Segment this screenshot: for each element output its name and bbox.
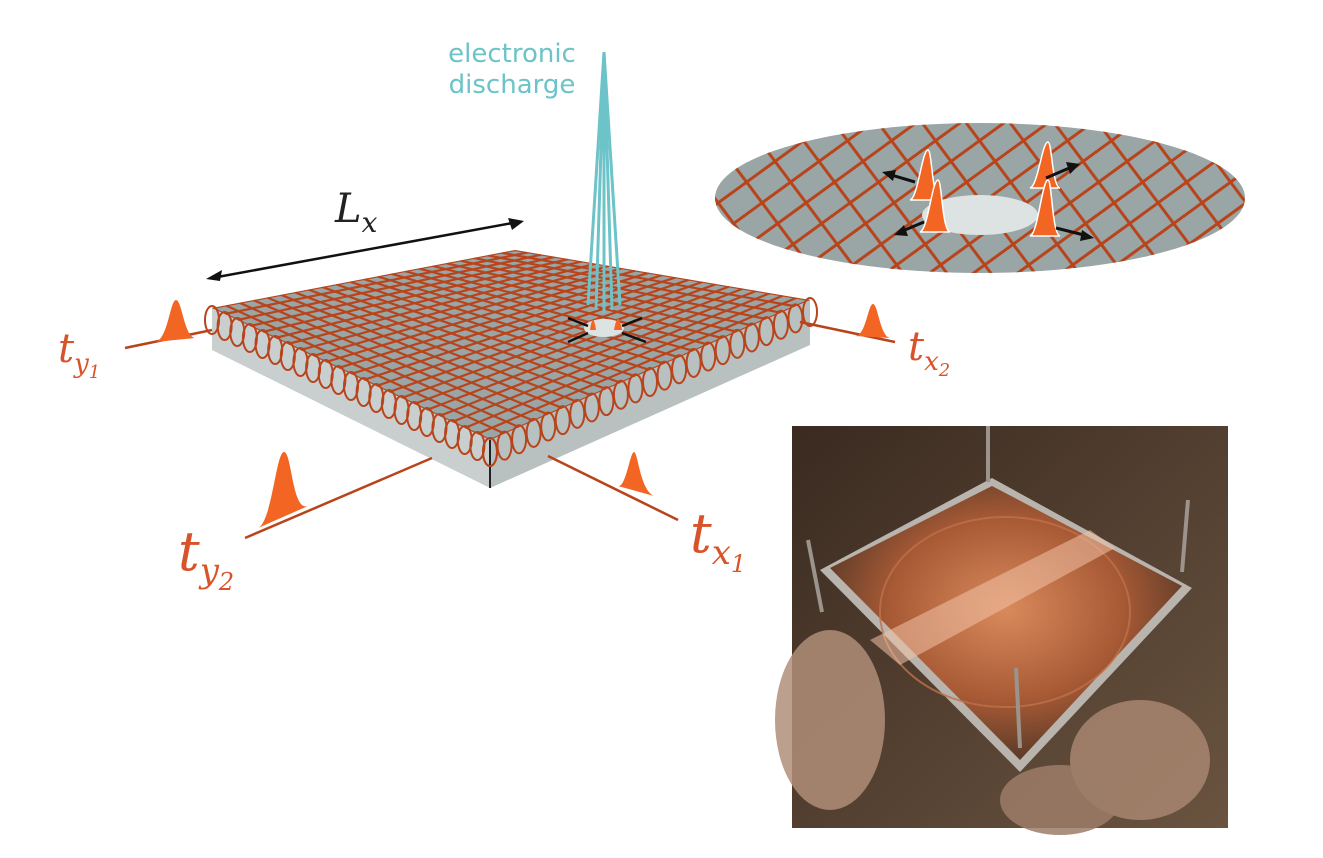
inset-wire [963, 123, 1185, 273]
grid-wire [418, 267, 709, 346]
label-ty2: ty2 [178, 520, 234, 596]
inset-wire [715, 123, 734, 273]
coil-loop [612, 379, 629, 410]
coil-loop [802, 297, 818, 327]
inset-wire [787, 123, 1009, 273]
arrow-icon [621, 331, 647, 344]
label-tx2: tx2 [908, 324, 950, 381]
wire-coils [204, 297, 818, 467]
coil-loop [671, 354, 688, 385]
grid-wire [501, 251, 796, 308]
inset-wire [1050, 123, 1174, 273]
coil-loop [714, 335, 731, 366]
discharge-label-line2: discharge [449, 70, 576, 100]
detector-plate [204, 250, 818, 488]
detector-photo [775, 426, 1228, 835]
grid-wire [388, 280, 704, 394]
grid-wire [363, 276, 677, 382]
discharge-label-line1: electronic [448, 39, 576, 69]
coil-loop [554, 405, 571, 436]
coil-loop [700, 341, 717, 372]
impact-spot [567, 316, 647, 344]
coil-loop [758, 316, 775, 347]
coil-loop [627, 373, 644, 404]
grid-wire [476, 296, 798, 436]
coil-loop [583, 392, 600, 423]
grid-wire [426, 287, 744, 412]
inset-wire [1095, 123, 1245, 273]
inset-wire [172, 120, 292, 280]
inset-wire [348, 120, 468, 280]
pulse-tx2 [855, 304, 890, 338]
grid-wire [376, 275, 665, 365]
inset-wire [830, 123, 954, 273]
inset-wire [919, 123, 1141, 273]
coil-loop [540, 411, 557, 442]
signal-pulses [155, 300, 890, 528]
coil-loop [496, 430, 513, 461]
grid-wire [459, 259, 753, 327]
coil-loop [569, 398, 586, 429]
grid-wire [390, 272, 680, 359]
inset-wire [715, 123, 745, 273]
grid-wire [413, 285, 730, 406]
grid-wire [487, 254, 782, 314]
grid-wire [375, 278, 690, 388]
grid-wire [401, 283, 717, 400]
grid-wire [445, 262, 738, 333]
inset-wire [260, 120, 380, 280]
arrow-icon [567, 316, 589, 328]
pulse-ty2 [258, 452, 308, 528]
inset-wire [304, 120, 424, 280]
arrow-icon [621, 316, 643, 328]
grid-wire [432, 264, 723, 340]
coil-loop [656, 360, 673, 391]
inset-wire [216, 120, 336, 280]
pulse-ty1 [155, 300, 195, 342]
inset-wire [786, 123, 910, 273]
label-ty1: ty1 [58, 326, 100, 383]
wire-grid [212, 250, 810, 440]
length-label: Lx [334, 186, 378, 239]
coil-loop [743, 322, 760, 353]
electronic-discharge-beams [586, 51, 622, 313]
coil-loop [772, 309, 789, 340]
coil-loop [482, 437, 498, 467]
coil-loop [511, 424, 528, 455]
grid-wire [451, 292, 771, 424]
inset-wire [962, 123, 1086, 273]
coil-loop [787, 303, 804, 334]
coil-loop [729, 328, 746, 359]
grid-wire [439, 289, 757, 418]
inset-wire [715, 123, 833, 273]
length-arrow [206, 218, 524, 281]
inset-impact-area [922, 195, 1038, 235]
inset-wire [715, 123, 877, 273]
coil-loop [642, 367, 658, 397]
inset-wire [1006, 123, 1130, 273]
grid-wire [464, 294, 784, 430]
pulse-tx1 [618, 452, 654, 496]
arrow-icon [567, 331, 589, 344]
inset-wire [568, 120, 688, 280]
inset-wire [260, 120, 480, 280]
coil-loop [598, 386, 615, 417]
coil-loop [525, 417, 542, 448]
label-tx1: tx1 [690, 502, 746, 578]
coil-loop [685, 347, 702, 378]
grid-wire [404, 270, 694, 352]
